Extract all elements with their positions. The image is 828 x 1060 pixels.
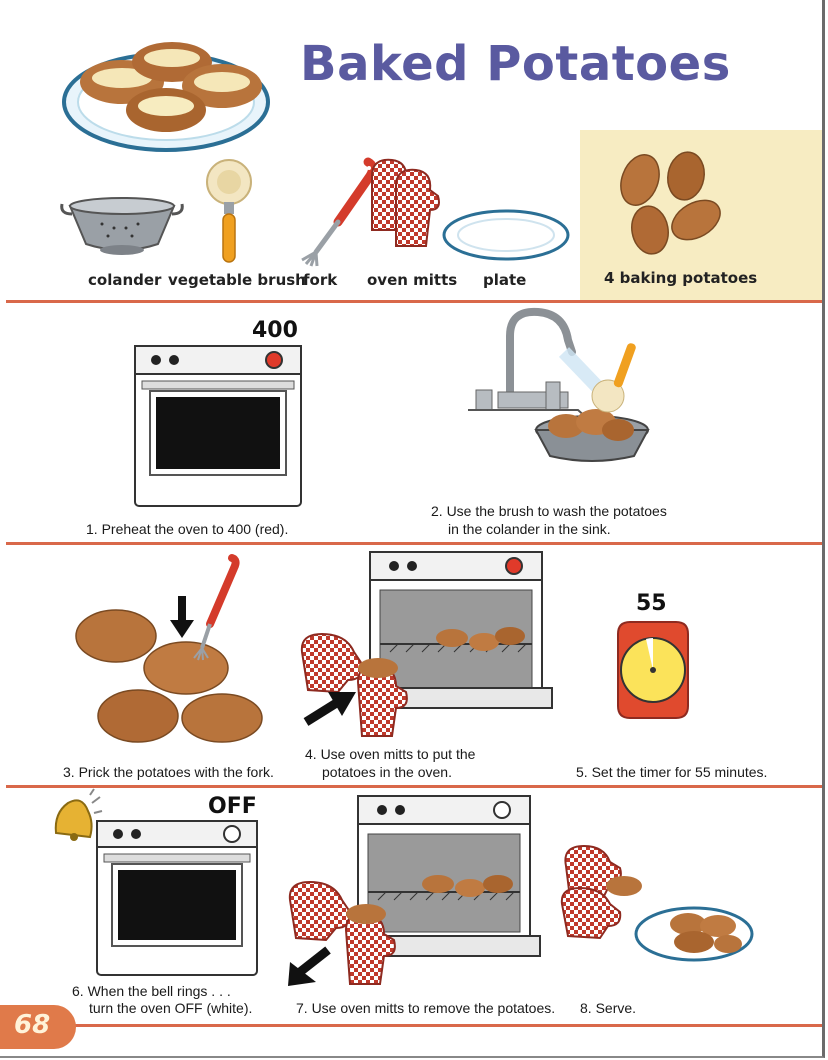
- step-3-caption: 3. Prick the potatoes with the fork.: [63, 764, 274, 780]
- section-divider: [6, 542, 822, 545]
- tool-label-colander: colander: [88, 271, 162, 289]
- bell-icon: [54, 788, 103, 841]
- pricked-potatoes-icon: [75, 554, 263, 743]
- remove-potatoes-icon: [288, 795, 541, 986]
- step-4-caption-line2: potatoes in the oven.: [322, 764, 452, 780]
- oven-icon: [134, 345, 302, 507]
- plate-icon: [442, 209, 570, 261]
- step-1-caption: 1. Preheat the oven to 400 (red).: [86, 521, 289, 537]
- potatoes-icon: [620, 151, 721, 255]
- step-4-caption-line1: 4. Use oven mitts to put the: [305, 746, 476, 762]
- page-number: 68: [14, 1010, 51, 1040]
- vegetable-brush-icon: [206, 159, 252, 263]
- baked-potatoes-plate-icon: [62, 42, 270, 152]
- section-divider: [6, 785, 822, 788]
- oven-temperature: 400: [252, 318, 298, 343]
- step-2-caption-line2: in the colander in the sink.: [448, 521, 611, 537]
- tool-label-oven-mitts: oven mitts: [367, 271, 458, 289]
- section-divider: [6, 300, 822, 303]
- sink-faucet-icon: [468, 307, 650, 462]
- oven-open-mitts-icon: [300, 551, 553, 737]
- tool-label-fork: fork: [303, 271, 338, 289]
- tool-label-vegetable-brush: vegetable brush: [168, 271, 306, 289]
- kitchen-timer-icon: [617, 621, 689, 719]
- step-7-caption: 7. Use oven mitts to remove the potatoes…: [296, 1000, 556, 1016]
- timer-minutes: 55: [636, 591, 667, 616]
- step-8-caption: 8. Serve.: [580, 1000, 637, 1016]
- colander-icon: [60, 197, 184, 255]
- step-6-caption-line1: 6. When the bell rings . . .: [72, 983, 231, 999]
- step-2-caption-line1: 2. Use the brush to wash the potatoes: [431, 503, 667, 519]
- page-title: Baked Potatoes: [300, 36, 731, 92]
- oven-mitts-icon: [371, 158, 440, 247]
- oven-off-icon: [96, 820, 258, 976]
- step-6-caption-line2: turn the oven OFF (white).: [89, 1000, 253, 1016]
- oven-off-label: OFF: [208, 794, 257, 819]
- serve-plate-icon: [560, 844, 754, 962]
- step-5-caption: 5. Set the timer for 55 minutes.: [576, 764, 768, 780]
- page-number-badge: 68: [0, 1005, 76, 1049]
- section-divider: [6, 1024, 822, 1027]
- tool-label-plate: plate: [483, 271, 527, 289]
- ingredient-label: 4 baking potatoes: [604, 269, 758, 287]
